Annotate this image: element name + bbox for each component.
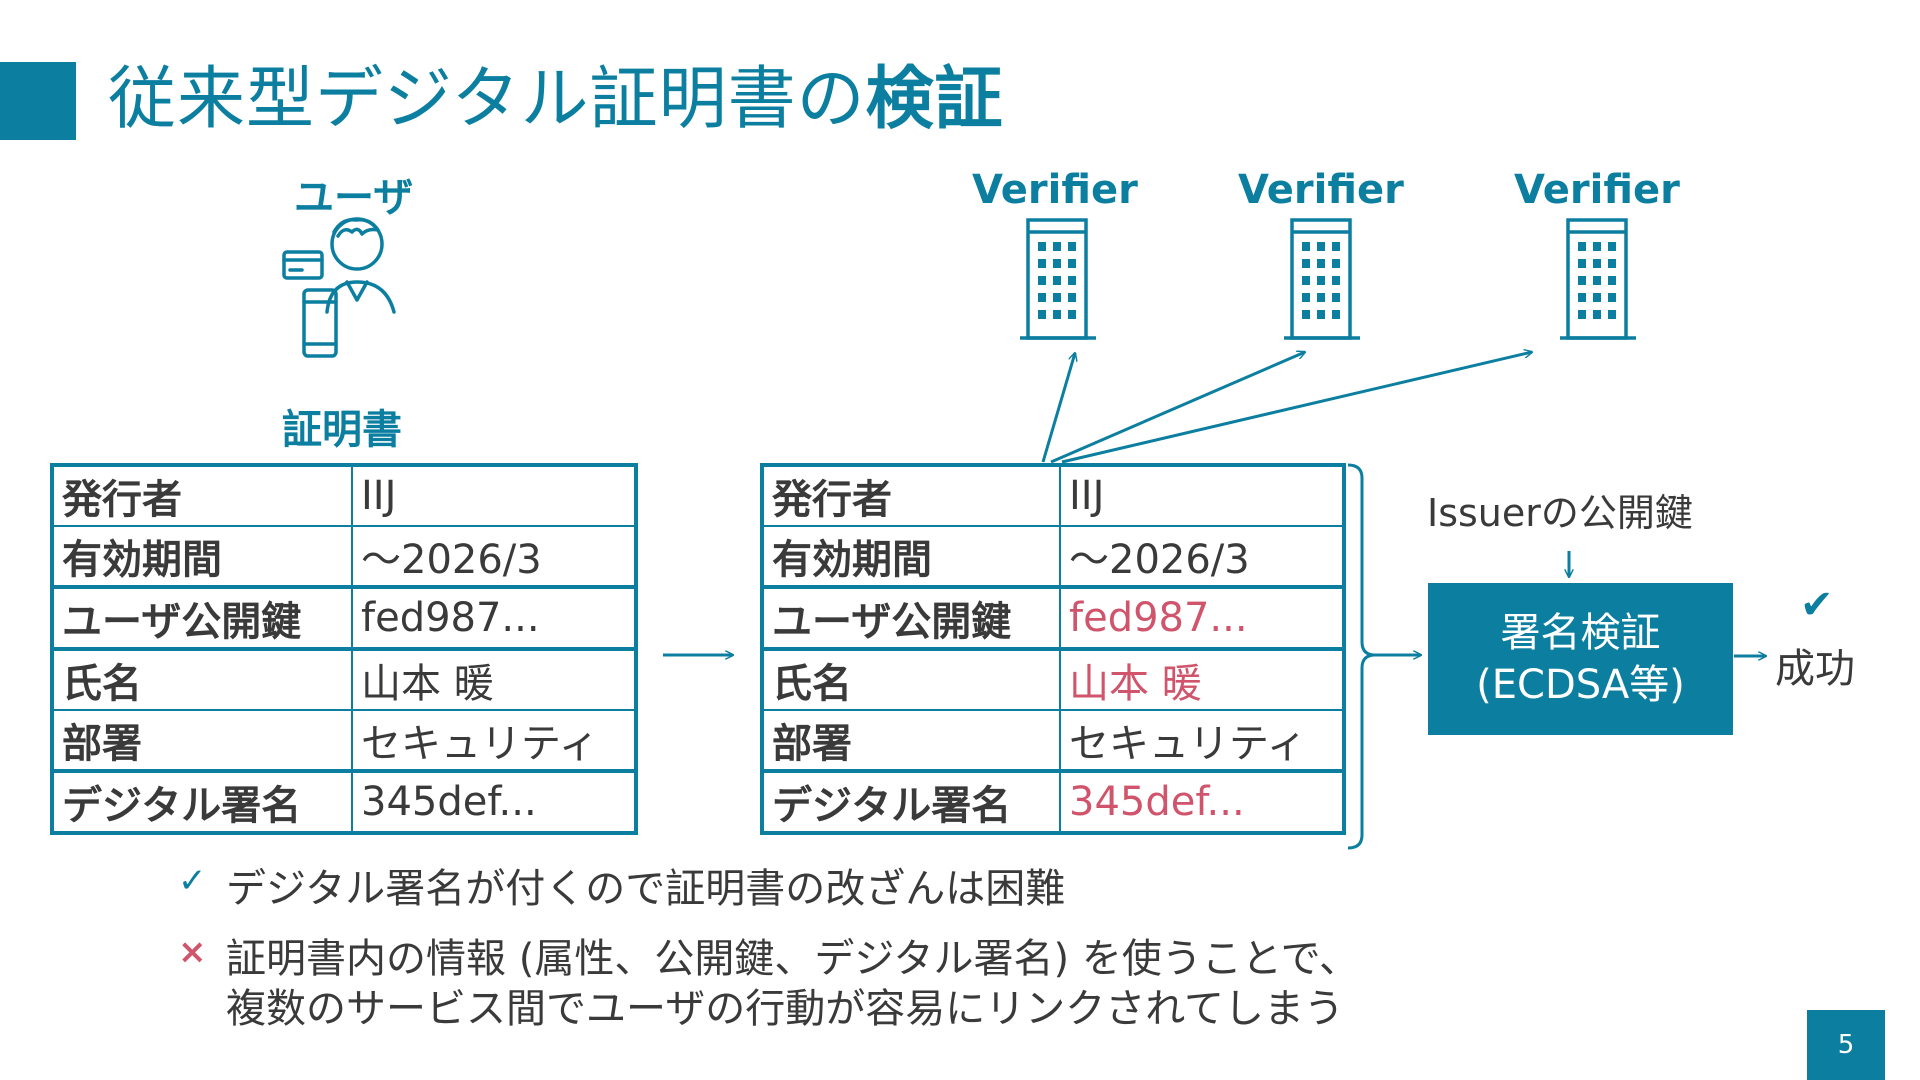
page-number: 5 — [1807, 1010, 1885, 1080]
row-key: ユーザ公開鍵 — [51, 585, 353, 650]
row-key: 部署 — [761, 709, 1061, 772]
arrow-to-verifier-3 — [1061, 352, 1532, 464]
verifier-label-3: Verifier — [1514, 167, 1680, 213]
signature-verification-box: 署名検証 (ECDSA等) — [1428, 583, 1733, 735]
verify-box-title: 署名検証 — [1500, 610, 1661, 656]
row-value: セキュリティ — [1059, 709, 1345, 772]
row-value: 345def... — [351, 769, 637, 834]
row-key: 有効期間 — [761, 525, 1061, 588]
building-icon — [1284, 218, 1360, 340]
table-row: 氏名山本 暖 — [51, 647, 637, 711]
row-value: ～2026/3 — [1059, 525, 1345, 588]
cross-mark-icon: × — [178, 932, 207, 972]
title-bold-text: 検証 — [865, 60, 1004, 139]
verifier-label-2: Verifier — [1238, 167, 1404, 213]
row-value: ～2026/3 — [351, 525, 637, 588]
table-bracket — [1347, 463, 1376, 850]
verifier-label-1: Verifier — [972, 167, 1138, 213]
issuer-public-key-label: Issuerの公開鍵 — [1427, 491, 1693, 535]
note-con-line2: 複数のサービス間でユーザの行動が容易にリンクされてしまう — [226, 986, 1344, 1032]
arrow-to-verifier-2 — [1050, 352, 1305, 464]
check-mark-icon: ✓ — [178, 861, 207, 901]
arrow-to-verifier-1 — [1041, 353, 1075, 463]
row-key: デジタル署名 — [51, 769, 353, 834]
row-key: 有効期間 — [51, 525, 353, 588]
success-label: 成功 — [1775, 646, 1855, 692]
row-value: fed987... — [351, 585, 637, 650]
title-accent-bar — [0, 62, 76, 140]
user-with-phone-icon — [282, 217, 396, 358]
note-con-line1: 証明書内の情報 (属性、公開鍵、デジタル署名) を使うことで、 — [226, 936, 1360, 982]
note-pro: デジタル署名が付くので証明書の改ざんは困難 — [226, 866, 1066, 912]
row-value: IIJ — [1059, 464, 1345, 527]
row-key: 発行者 — [761, 464, 1061, 527]
success-check-icon: ✔ — [1800, 582, 1834, 628]
table-row: 氏名山本 暖 — [761, 647, 1345, 711]
row-value: 山本 暖 — [351, 647, 637, 711]
table-row: 有効期間～2026/3 — [51, 525, 637, 588]
row-key: 氏名 — [761, 647, 1061, 711]
row-value: IIJ — [351, 464, 637, 527]
verify-box-subtitle: (ECDSA等) — [1476, 662, 1685, 708]
certificate-label: 証明書 — [282, 407, 402, 453]
row-key: 氏名 — [51, 647, 353, 711]
row-value-highlighted: 山本 暖 — [1059, 647, 1345, 711]
row-key: 部署 — [51, 709, 353, 772]
row-key: 発行者 — [51, 464, 353, 527]
row-key: デジタル署名 — [761, 769, 1061, 834]
table-row: 部署セキュリティ — [761, 709, 1345, 772]
row-value-highlighted: fed987... — [1059, 585, 1345, 650]
building-icon — [1020, 218, 1096, 340]
table-row: 部署セキュリティ — [51, 709, 637, 772]
row-value: セキュリティ — [351, 709, 637, 772]
building-icon — [1560, 218, 1636, 340]
user-label: ユーザ — [294, 175, 414, 221]
title-text: 従来型デジタル証明書の — [108, 60, 866, 139]
row-key: ユーザ公開鍵 — [761, 585, 1061, 650]
page-title: 従来型デジタル証明書の検証 — [108, 60, 1004, 140]
row-value-highlighted: 345def... — [1059, 769, 1345, 834]
table-row: 有効期間～2026/3 — [761, 525, 1345, 588]
